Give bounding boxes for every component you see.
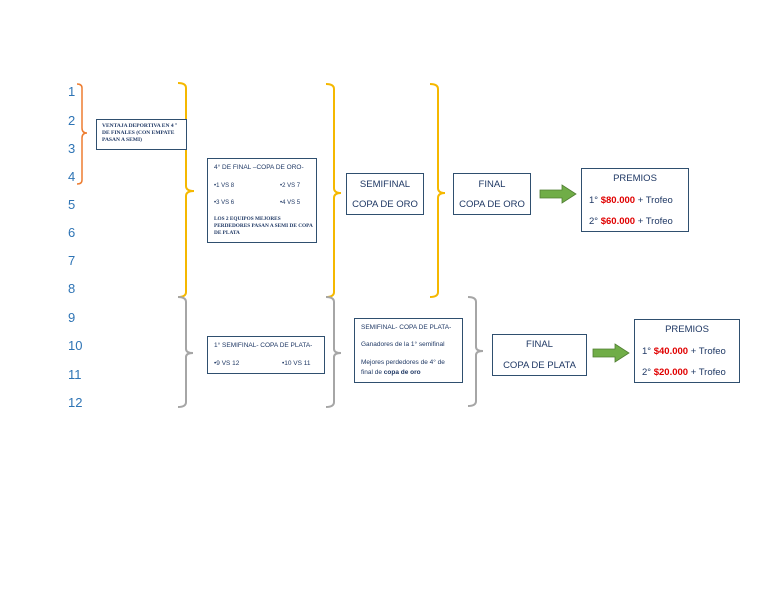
team-number: 1 <box>68 84 76 99</box>
oro-quarter-title: 4° DE FINAL –COPA DE ORO- <box>214 164 304 171</box>
match-9-12: •9 VS 12 <box>214 360 240 367</box>
plata-premios-box: PREMIOS 1° $40.000 + Trofeo 2° $20.000 +… <box>634 319 740 383</box>
team-number: 11 <box>68 367 82 382</box>
plata-premio-2-suffix: + Trofeo <box>688 367 726 378</box>
plata-premio-2-amount: $20.000 <box>653 367 689 378</box>
green-arrow-plata <box>592 343 630 363</box>
oro-premio-2-suffix: + Trofeo <box>635 216 673 227</box>
plata-premio-1: 1° $40.000 + Trofeo <box>642 346 726 357</box>
orange-bracket <box>76 83 88 185</box>
team-number: 6 <box>68 225 76 240</box>
team-number: 10 <box>68 338 83 353</box>
oro-premio-2: 2° $60.000 + Trofeo <box>589 216 673 227</box>
plata-premio-1-amount: $40.000 <box>653 346 689 357</box>
team-number: 4 <box>68 169 76 184</box>
team-number: 2 <box>68 113 76 128</box>
oro-semi-line1: SEMIFINAL <box>359 179 411 190</box>
oro-premio-2-amount: $60.000 <box>600 216 636 227</box>
oro-premio-1-suffix: + Trofeo <box>635 195 673 206</box>
ventaja-text: VENTAJA DEPORTIVA EN 4 ° DE FINALES (CON… <box>102 123 178 143</box>
plata-final-line1: FINAL <box>526 339 553 350</box>
match-10-11: •10 VS 11 <box>282 360 311 367</box>
plata-semi2-line1: Ganadores de la 1° semifinal <box>361 341 445 348</box>
plata-premios-title: PREMIOS <box>665 324 709 335</box>
team-number: 9 <box>68 310 76 325</box>
oro-premios-title: PREMIOS <box>613 173 657 184</box>
gray-bracket-semi <box>325 296 342 408</box>
team-number: 5 <box>68 197 76 212</box>
oro-final-box: FINAL COPA DE ORO <box>453 173 531 215</box>
gold-bracket-semi <box>325 83 342 298</box>
plata-premio-2-rank: 2° <box>642 367 654 378</box>
plata-semi2-line2a: Mejores perdedores de 4° de <box>361 359 445 366</box>
match-2-7: •2 VS 7 <box>280 183 301 189</box>
plata-premio-1-suffix: + Trofeo <box>688 346 726 357</box>
plata-semi2-title: SEMIFINAL- COPA DE PLATA- <box>361 324 452 331</box>
plata-semi2-line2b: final de copa de oro <box>361 369 421 376</box>
plata-final-line2: COPA DE PLATA <box>503 360 576 371</box>
oro-final-line2: COPA DE ORO <box>459 199 525 210</box>
oro-premio-1-amount: $80.000 <box>600 195 636 206</box>
oro-quarter-box: 4° DE FINAL –COPA DE ORO- •1 VS 8 •2 VS … <box>207 158 317 243</box>
match-1-8: •1 VS 8 <box>214 183 235 189</box>
oro-final-line1: FINAL <box>478 179 506 190</box>
plata-premio-2: 2° $20.000 + Trofeo <box>642 367 726 378</box>
oro-premio-1-rank: 1° <box>589 195 601 206</box>
plata-semi1-title: 1° SEMIFINAL- COPA DE PLATA- <box>214 342 313 349</box>
oro-premio-1: 1° $80.000 + Trofeo <box>589 195 673 206</box>
plata-semi2-box: SEMIFINAL- COPA DE PLATA- Ganadores de l… <box>354 318 463 383</box>
team-number: 3 <box>68 141 76 156</box>
green-arrow-oro <box>539 184 577 204</box>
match-4-5: •4 VS 5 <box>280 200 301 206</box>
oro-quarter-note: LOS 2 EQUIPOS MEJORES PERDEDORES PASAN A… <box>214 216 313 236</box>
gray-bracket-left <box>177 296 194 408</box>
plata-premio-1-rank: 1° <box>642 346 654 357</box>
gray-bracket-final <box>467 296 484 407</box>
gold-bracket-left <box>177 82 195 298</box>
oro-premio-2-rank: 2° <box>589 216 601 227</box>
plata-final-box: FINAL COPA DE PLATA <box>492 334 587 376</box>
team-number: 8 <box>68 281 76 296</box>
gold-bracket-final <box>429 83 446 298</box>
ventaja-box: VENTAJA DEPORTIVA EN 4 ° DE FINALES (CON… <box>96 119 187 150</box>
team-number: 7 <box>68 253 76 268</box>
plata-semi2-line2b-text: final de <box>361 369 384 376</box>
oro-premios-box: PREMIOS 1° $80.000 + Trofeo 2° $60.000 +… <box>581 168 689 232</box>
plata-semi1-box: 1° SEMIFINAL- COPA DE PLATA- •9 VS 12 •1… <box>207 336 325 374</box>
plata-semi2-line2c-text: copa de oro <box>383 369 421 376</box>
oro-semi-line2: COPA DE ORO <box>352 199 418 210</box>
match-3-6: •3 VS 6 <box>214 200 235 206</box>
team-number: 12 <box>68 395 83 410</box>
oro-semifinal-box: SEMIFINAL COPA DE ORO <box>346 173 424 215</box>
